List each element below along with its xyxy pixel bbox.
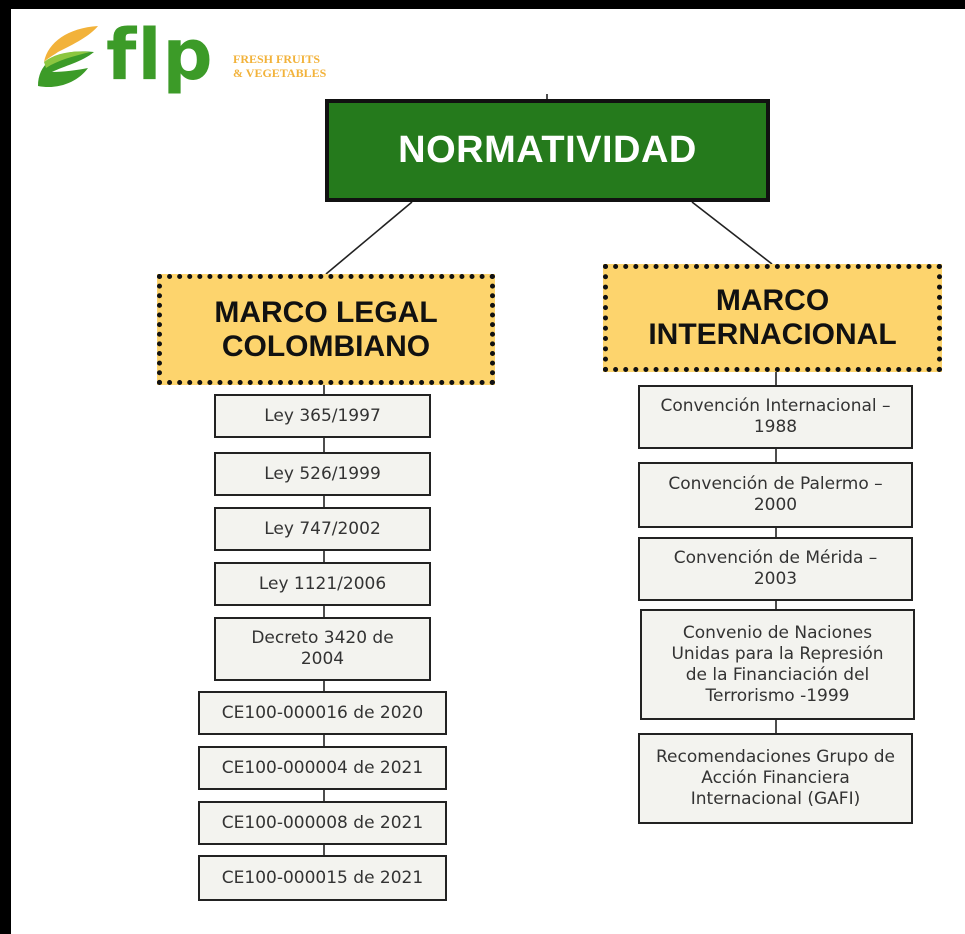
item-ley-747-2002: Ley 747/2002 bbox=[214, 507, 431, 551]
item-recomendaciones-gafi: Recomendaciones Grupo de Acción Financie… bbox=[638, 733, 913, 824]
item-ce100-000008-2021: CE100-000008 de 2021 bbox=[198, 801, 447, 845]
logo-tagline-line1: FRESH FRUITS bbox=[233, 52, 321, 66]
item-ley-526-1999: Ley 526/1999 bbox=[214, 452, 431, 496]
category-marco-internacional: MARCO INTERNACIONAL bbox=[603, 264, 942, 372]
logo-wordmark: flp bbox=[106, 14, 214, 96]
flp-logo: flp FRESH FRUITS & VEGETABLES bbox=[34, 14, 364, 102]
item-ce100-000004-2021: CE100-000004 de 2021 bbox=[198, 746, 447, 790]
item-convenio-naciones-unidas-1999: Convenio de Naciones Unidas para la Repr… bbox=[640, 609, 915, 720]
category-label: MARCO LEGAL COLOMBIANO bbox=[214, 295, 438, 363]
item-ce100-000015-2021: CE100-000015 de 2021 bbox=[198, 855, 447, 901]
item-ley-1121-2006: Ley 1121/2006 bbox=[214, 562, 431, 606]
item-convencion-merida-2003: Convención de Mérida – 2003 bbox=[638, 537, 913, 601]
item-decreto-3420-2004: Decreto 3420 de 2004 bbox=[214, 617, 431, 681]
connector-root-colombiano bbox=[325, 201, 413, 275]
item-ce100-000016-2020: CE100-000016 de 2020 bbox=[198, 691, 447, 735]
root-node-normatividad: NORMATIVIDAD bbox=[325, 99, 770, 202]
item-convencion-palermo-2000: Convención de Palermo – 2000 bbox=[638, 462, 913, 528]
item-ley-365-1997: Ley 365/1997 bbox=[214, 394, 431, 438]
item-convencion-internacional-1988: Convención Internacional – 1988 bbox=[638, 385, 913, 449]
connector-root-internacional bbox=[691, 201, 773, 265]
logo-tagline: FRESH FRUITS & VEGETABLES bbox=[233, 52, 326, 80]
leaf-icon bbox=[38, 26, 98, 88]
logo-tagline-line2: & VEGETABLES bbox=[233, 66, 327, 80]
category-marco-legal-colombiano: MARCO LEGAL COLOMBIANO bbox=[157, 274, 495, 385]
category-label: MARCO INTERNACIONAL bbox=[648, 284, 897, 351]
